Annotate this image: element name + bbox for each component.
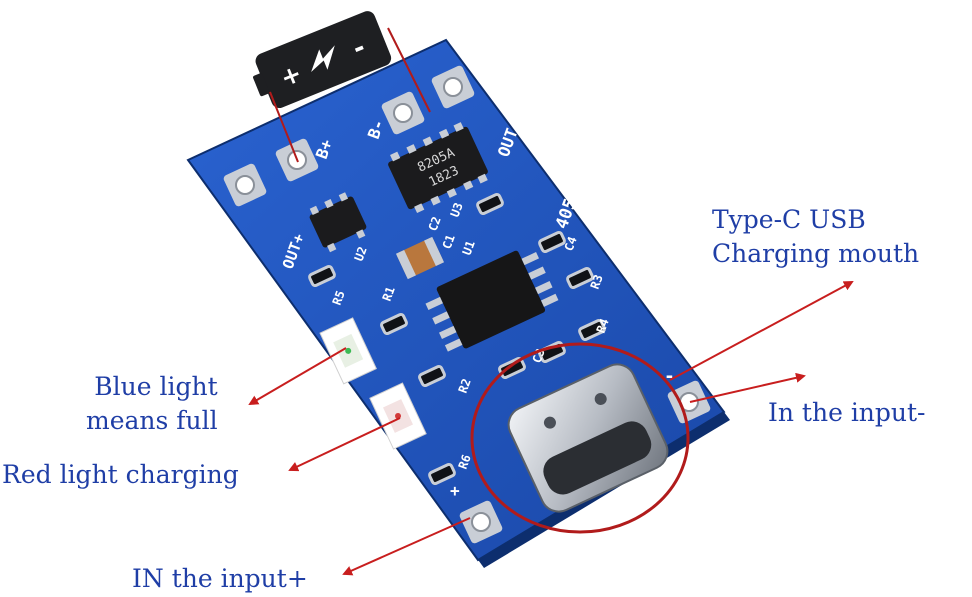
label-red-light: Red light charging [2, 460, 239, 489]
pad-out-plus [223, 163, 267, 207]
silk-in-plus: + [450, 481, 460, 500]
label-blue-line2: means full [86, 405, 218, 435]
silk-c4: C4 [562, 235, 580, 253]
silk-c1: C1 [440, 233, 458, 251]
silk-c3: C3 [530, 347, 548, 365]
silk-r3: R3 [588, 273, 606, 291]
label-usb-line1: Type-C USB [712, 205, 866, 234]
ic-u2 [309, 192, 367, 253]
silk-u2: U2 [352, 245, 370, 263]
led-blue [319, 317, 377, 385]
silk-r4: R4 [594, 317, 612, 335]
silk-in-minus: - [664, 366, 675, 387]
label-input-minus: In the input- [768, 398, 926, 427]
arrow-blue-light [248, 347, 347, 406]
silk-u1: U1 [460, 239, 478, 257]
pcb-board: B+ B- OUT- OUT+ 4056 8205A 1823 [186, 38, 730, 568]
arrow-usb [669, 281, 854, 381]
pad-b-minus [381, 91, 425, 135]
battery-icon: + - [253, 11, 392, 109]
usb-highlight-circle [470, 342, 690, 534]
silk-r1: R1 [380, 285, 398, 303]
arrow-red-light [288, 417, 401, 472]
label-blue-line1: Blue light [94, 372, 218, 401]
smd-parts [308, 192, 606, 486]
silk-r5: R5 [330, 289, 348, 307]
pad-out-minus [431, 65, 475, 109]
lightning-bolt-icon [311, 45, 335, 73]
silk-c2: C2 [426, 215, 444, 233]
battery-wire-plus [269, 91, 299, 163]
label-blue-light: Blue light means full [86, 370, 218, 438]
capacitor-c1 [395, 236, 445, 280]
pad-in-plus [459, 500, 503, 544]
silk-u3: U3 [448, 201, 466, 219]
label-input-plus: IN the input+ [132, 564, 308, 593]
ic-8205a: 8205A 1823 [388, 122, 488, 214]
silk-r2: R2 [456, 377, 474, 395]
usb-c-connector [507, 363, 669, 513]
led-red [369, 382, 427, 450]
label-usb-charging: Type-C USB Charging mouth [712, 203, 919, 271]
arrow-in-plus [342, 517, 471, 576]
silk-r6: R6 [456, 453, 474, 471]
label-usb-line2: Charging mouth [712, 238, 920, 268]
battery-wire-minus [387, 27, 431, 113]
arrow-in-minus [689, 372, 806, 403]
ic-u1 [425, 250, 559, 352]
pad-in-minus [667, 380, 711, 424]
